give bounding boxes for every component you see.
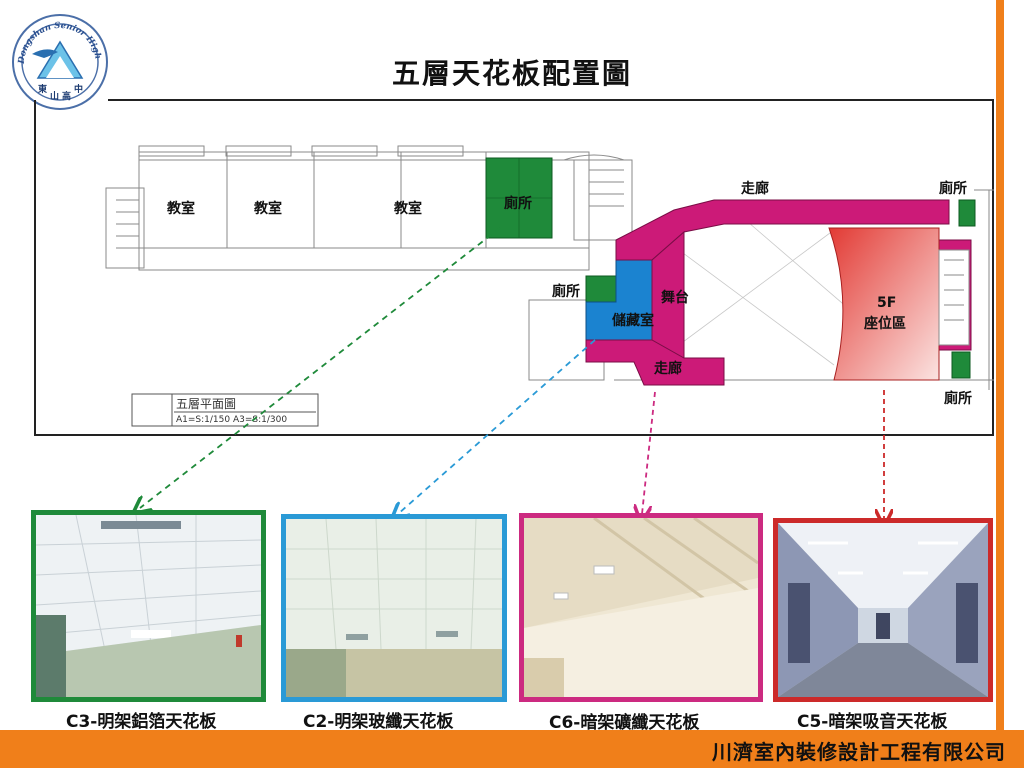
legend-scale: A1=S:1/150 A3=S:1/300	[176, 415, 287, 425]
photo-c5-ceiling	[773, 518, 993, 702]
caption-c2: C2-明架玻纖天花板	[303, 712, 454, 732]
caption-c5: C5-暗架吸音天花板	[797, 712, 948, 732]
label-corridor-top: 走廊	[741, 180, 769, 197]
plan-legend: 五層平面圖 A1=S:1/150 A3=S:1/300	[131, 393, 319, 427]
label-seating-floor: 5F	[877, 295, 896, 311]
label-classroom-3: 教室	[394, 200, 422, 217]
svg-text:東: 東	[38, 83, 47, 95]
label-toilet-upper: 廁所	[504, 195, 532, 212]
toilet-zone-mid	[585, 275, 617, 303]
footer-bar	[0, 730, 1024, 768]
label-seating: 座位區	[864, 315, 906, 332]
photo-c6-ceiling	[519, 513, 763, 702]
label-classroom-1: 教室	[167, 200, 195, 217]
toilet-zone-top-right	[958, 199, 976, 227]
label-stage: 舞台	[661, 289, 689, 306]
photo-c2-ceiling	[281, 514, 507, 702]
corridor-zone-bottom	[585, 339, 725, 386]
caption-c6: C6-暗架礦纖天花板	[549, 713, 700, 733]
seating-stairs	[938, 249, 970, 346]
footer-company-name: 川濟室內裝修設計工程有限公司	[712, 740, 1006, 764]
corridor-zone-top	[615, 199, 950, 261]
label-toilet-bottom-right: 廁所	[944, 390, 972, 407]
arrow-c2	[398, 339, 596, 514]
label-storage: 儲藏室	[611, 312, 654, 329]
photo-c3-ceiling	[31, 510, 266, 702]
legend-title: 五層平面圖	[176, 397, 236, 411]
label-classroom-2: 教室	[254, 200, 282, 217]
page-title: 五層天花板配置圖	[391, 57, 632, 90]
floor-plan-frame	[34, 100, 994, 436]
plan-frame-top-line	[108, 99, 994, 101]
school-logo: Dongshan Senior High school 東 山 高 中	[7, 5, 110, 112]
label-corridor-bottom: 走廊	[654, 360, 682, 377]
label-toilet-top-right: 廁所	[939, 180, 967, 197]
toilet-zone-bottom-right	[951, 351, 971, 379]
svg-text:山: 山	[50, 90, 59, 102]
svg-text:中: 中	[74, 83, 83, 95]
arrow-c6	[642, 391, 656, 514]
green-grid	[486, 158, 552, 238]
svg-text:高: 高	[62, 90, 71, 102]
seating-zone	[828, 227, 940, 381]
accent-bar-right	[996, 0, 1004, 730]
arrow-c3	[140, 227, 501, 508]
floor-plan: 教室 教室 教室 廁所 廁所 廁所 廁所 走廊 走廊 舞台 儲藏室 5F 座位區…	[105, 145, 994, 427]
label-toilet-mid: 廁所	[552, 283, 580, 300]
caption-c3: C3-明架鋁箔天花板	[66, 712, 217, 732]
